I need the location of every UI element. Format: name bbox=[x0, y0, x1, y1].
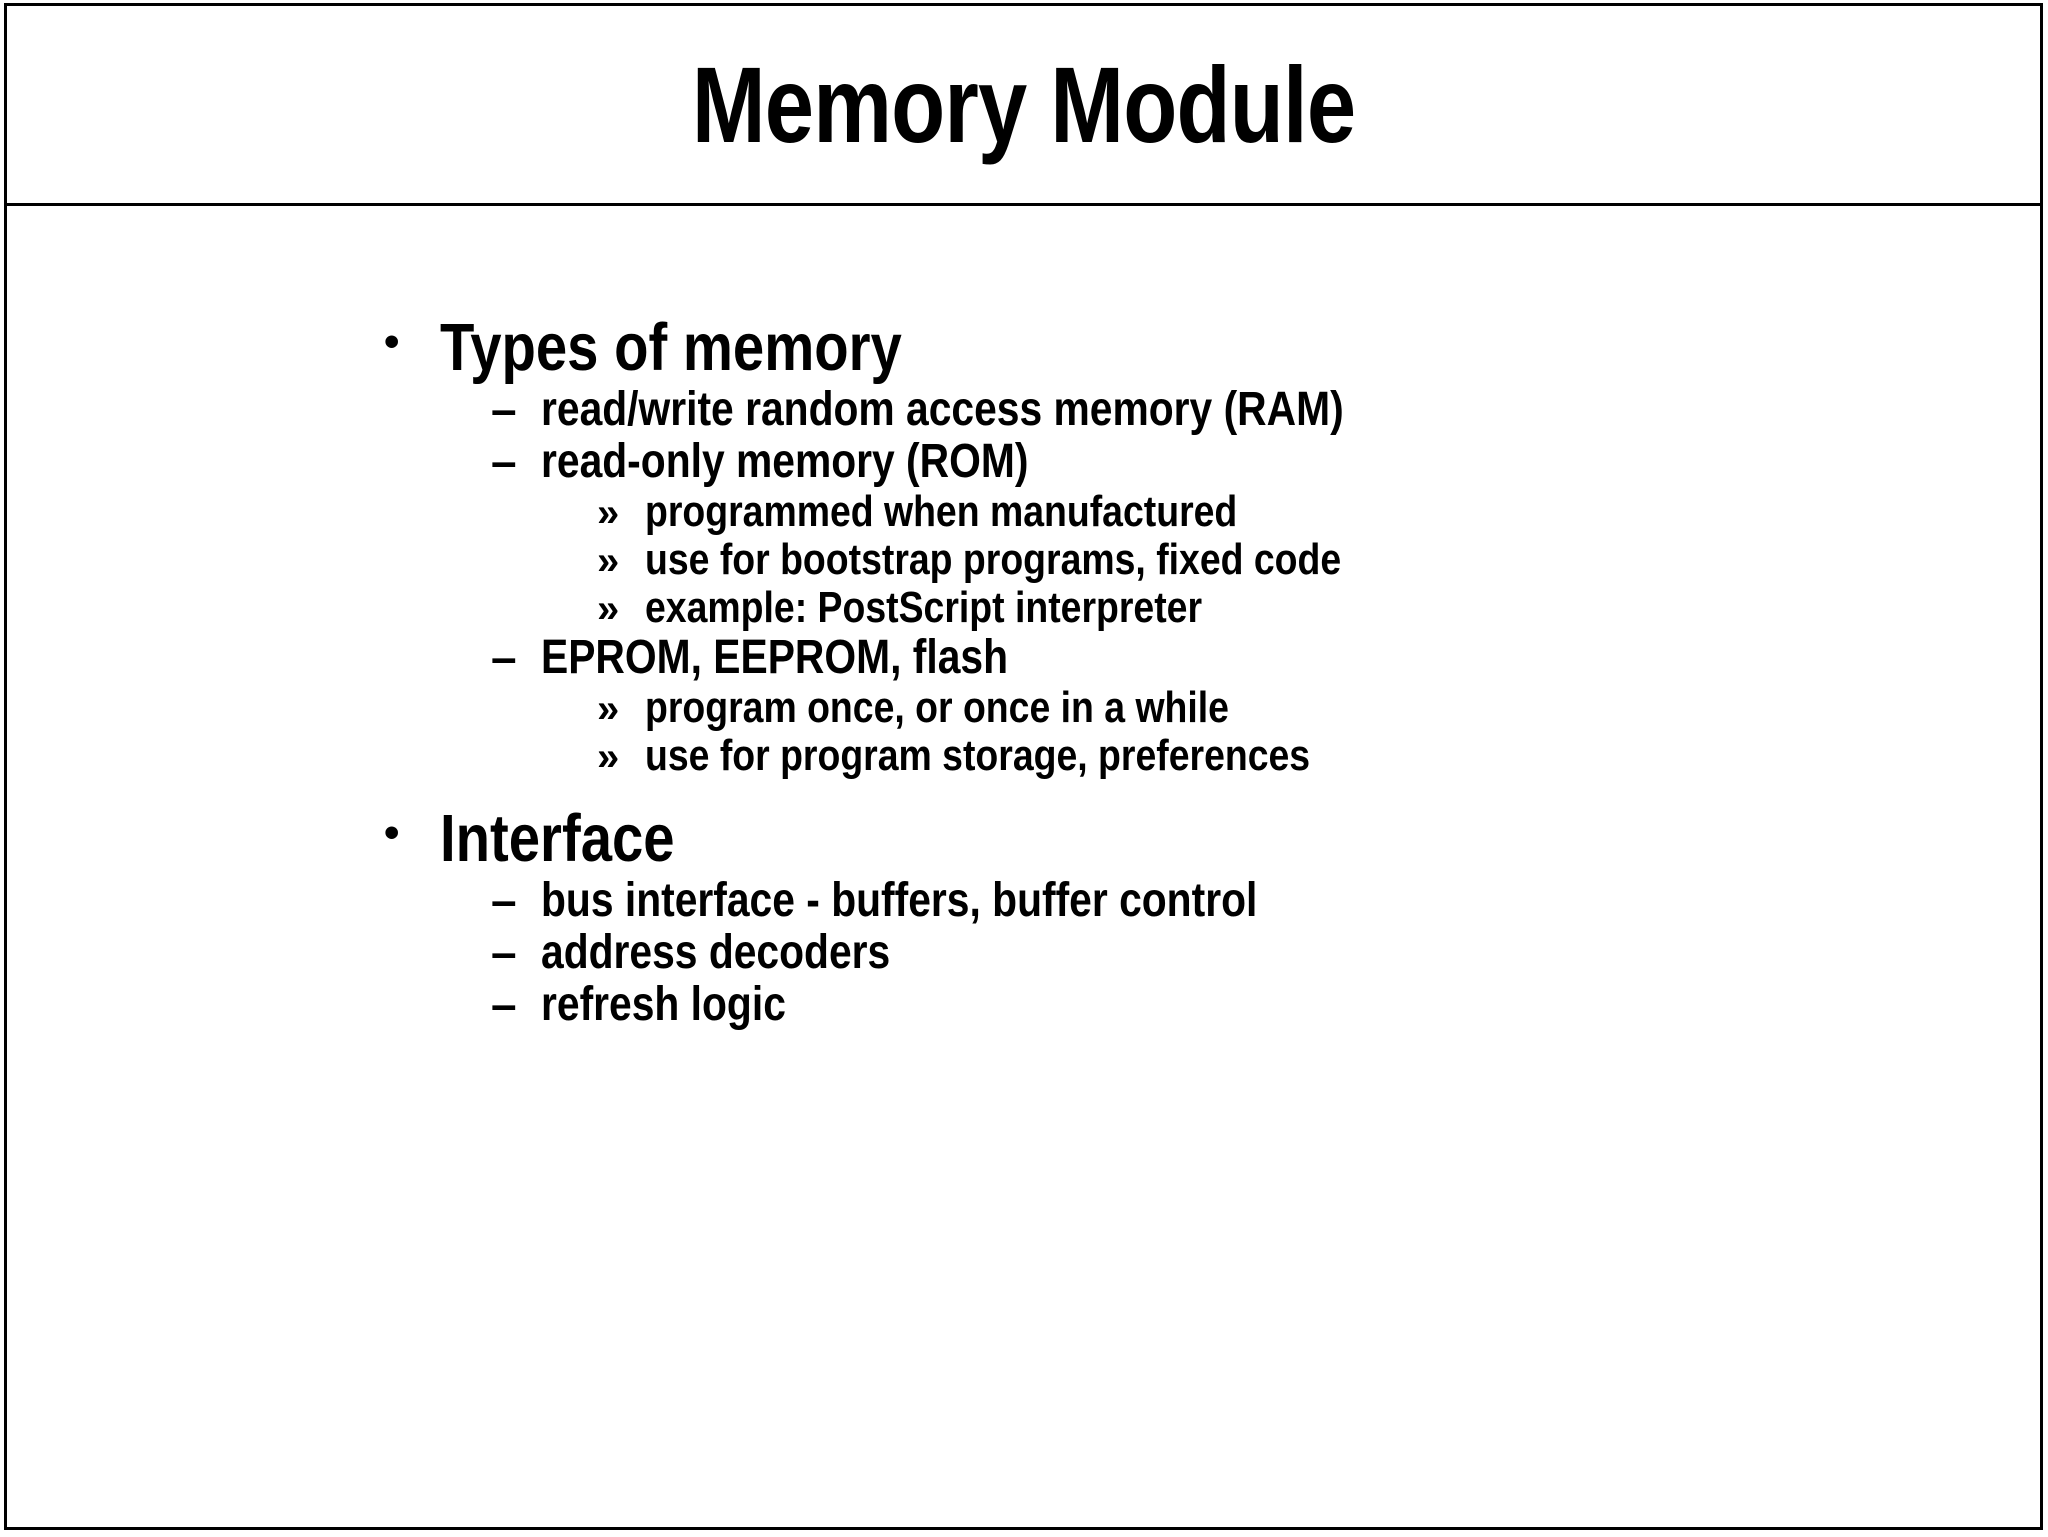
page-title: Memory Module bbox=[691, 43, 1356, 165]
list-item-label: EPROM, EEPROM, flash bbox=[541, 630, 1009, 684]
list-item-label: bus interface - buffers, buffer control bbox=[541, 873, 1258, 927]
bullet-dash-icon: – bbox=[491, 630, 517, 683]
list-item: – EPROM, EEPROM, flash bbox=[491, 630, 2003, 684]
bullet-guillemet-icon: » bbox=[597, 586, 620, 631]
bullet-dot-icon: • bbox=[384, 807, 400, 857]
list-item: – read-only memory (ROM) bbox=[491, 435, 2003, 489]
bullet-guillemet-icon: » bbox=[597, 734, 620, 779]
bullet-dash-icon: – bbox=[491, 383, 517, 436]
list-item-label: use for program storage, preferences bbox=[645, 730, 1311, 780]
bullet-dash-icon: – bbox=[491, 873, 517, 926]
list-item-label: example: PostScript interpreter bbox=[645, 582, 1203, 632]
list-item: • Interface bbox=[384, 800, 2003, 876]
list-item-label: Interface bbox=[440, 800, 675, 876]
slide-body: • Types of memory – read/write random ac… bbox=[4, 206, 2043, 1530]
list-item: • Types of memory bbox=[384, 310, 2003, 385]
list-item-label: programmed when manufactured bbox=[645, 487, 1238, 537]
list-item-label: Types of memory bbox=[440, 310, 902, 385]
slide-title-box: Memory Module bbox=[4, 3, 2043, 206]
list-item: – bus interface - buffers, buffer contro… bbox=[491, 873, 2003, 927]
list-item: – read/write random access memory (RAM) bbox=[491, 383, 2003, 437]
list-item: – refresh logic bbox=[491, 977, 2003, 1031]
bullet-guillemet-icon: » bbox=[597, 539, 620, 584]
list-item-label: refresh logic bbox=[541, 977, 786, 1031]
list-item-label: program once, or once in a while bbox=[645, 682, 1229, 732]
bullet-list: • Types of memory – read/write random ac… bbox=[4, 310, 2003, 1031]
slide-outer-frame bbox=[4, 3, 2043, 1530]
bullet-guillemet-icon: » bbox=[597, 686, 620, 731]
list-item-label: read/write random access memory (RAM) bbox=[541, 383, 1344, 437]
list-item-label: address decoders bbox=[541, 925, 891, 979]
list-item: » program once, or once in a while bbox=[597, 682, 2003, 732]
list-item: » example: PostScript interpreter bbox=[597, 582, 2003, 632]
list-item-label: use for bootstrap programs, fixed code bbox=[645, 535, 1342, 585]
bullet-dash-icon: – bbox=[491, 977, 517, 1030]
list-item: » programmed when manufactured bbox=[597, 487, 2003, 537]
list-item: – address decoders bbox=[491, 925, 2003, 979]
list-item: » use for bootstrap programs, fixed code bbox=[597, 535, 2003, 585]
bullet-dot-icon: • bbox=[384, 317, 400, 366]
bullet-dash-icon: – bbox=[491, 435, 517, 488]
list-item-label: read-only memory (ROM) bbox=[541, 435, 1029, 489]
list-item: » use for program storage, preferences bbox=[597, 730, 2003, 780]
bullet-guillemet-icon: » bbox=[597, 491, 620, 536]
bullet-dash-icon: – bbox=[491, 925, 517, 978]
